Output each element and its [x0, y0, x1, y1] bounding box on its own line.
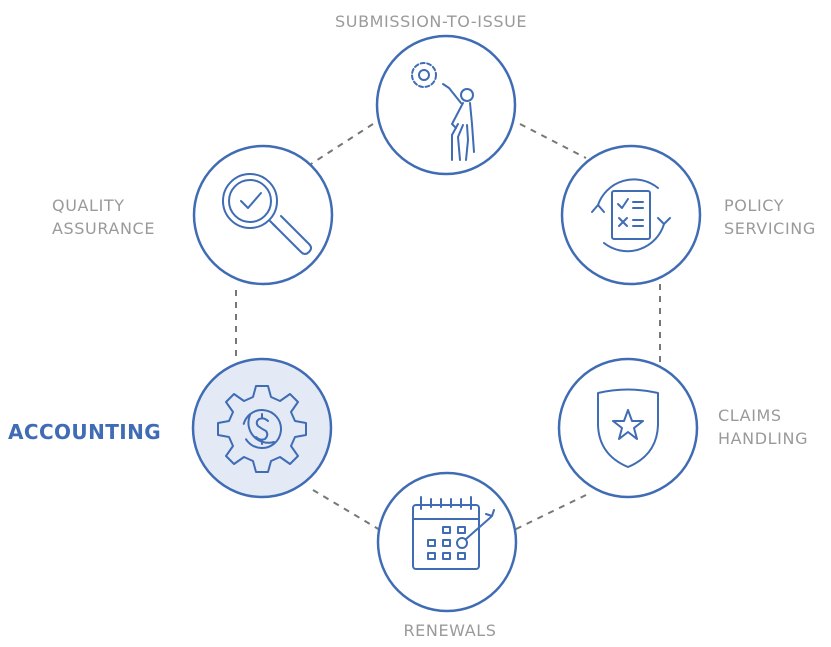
checklist-cycle-icon — [591, 178, 671, 253]
calendar-target-icon — [412, 496, 495, 570]
renewals-circle[interactable] — [376, 471, 518, 613]
policy-label-line1: POLICY — [724, 196, 785, 215]
submission-label-text: SUBMISSION-TO-ISSUE — [335, 12, 528, 31]
gear-dollar-icon — [217, 385, 307, 473]
claims-label-line1: CLAIMS — [718, 406, 782, 425]
connector-claims-renewals — [513, 494, 587, 531]
quality-label-line1: QUALITY — [52, 196, 125, 215]
quality-label: QUALITY ASSURANCE — [52, 194, 155, 240]
person-gear-icon — [411, 62, 475, 161]
accounting-label: ACCOUNTING — [8, 421, 161, 444]
shield-star-icon — [597, 388, 659, 468]
claims-label: CLAIMS HANDLING — [718, 404, 808, 450]
accounting-label-text: ACCOUNTING — [8, 420, 162, 444]
connector-quality-submission — [310, 123, 374, 165]
submission-label: SUBMISSION-TO-ISSUE — [335, 10, 575, 33]
magnifier-check-icon — [222, 173, 312, 255]
quality-circle[interactable] — [192, 144, 334, 286]
claims-circle[interactable] — [557, 357, 699, 499]
claims-label-line2: HANDLING — [718, 429, 809, 448]
connector-submission-policy — [519, 123, 587, 159]
connector-lines — [235, 123, 661, 531]
quality-label-line2: ASSURANCE — [52, 219, 156, 238]
renewals-label: RENEWALS — [390, 619, 510, 642]
connector-renewals-accounting — [312, 489, 381, 531]
policy-circle[interactable] — [560, 144, 702, 286]
renewals-label-text: RENEWALS — [403, 621, 497, 640]
submission-circle[interactable] — [375, 34, 517, 176]
policy-label-line2: SERVICING — [724, 219, 816, 238]
policy-label: POLICY SERVICING — [724, 194, 816, 240]
